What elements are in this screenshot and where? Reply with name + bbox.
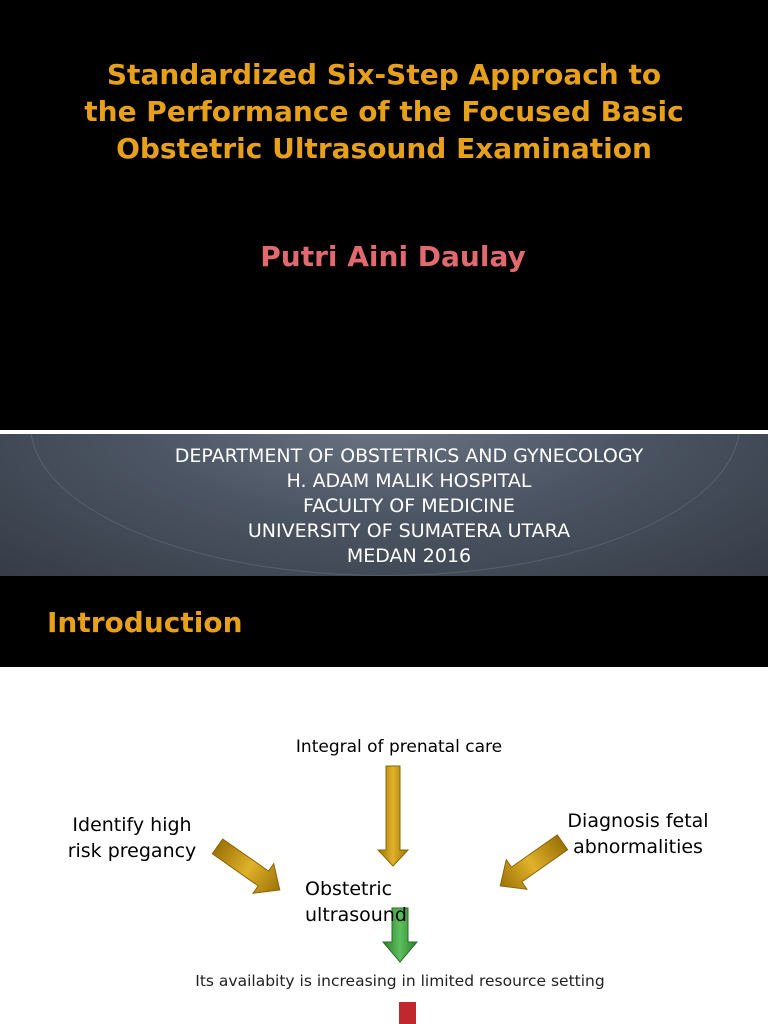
arrow-down-green-icon [381,907,419,963]
department-line: H. ADAM MALIK HOSPITAL [286,470,532,492]
presentation-title: Standardized Six-Step Approach to the Pe… [84,58,684,165]
arrow-red-icon [399,1002,416,1024]
arrow-diagonal-left-icon [499,834,569,890]
arrow-diagonal-right-icon [211,838,281,894]
diagram-right-text: Diagnosis fetal abnormalities [567,810,709,858]
arrow-down-icon [376,765,410,867]
diagram-left-text: Identify high risk pregancy [67,814,197,862]
intro-heading: Introduction [47,606,243,639]
department-banner: DEPARTMENT OF OBSTETRICS AND GYNECOLOGY … [0,434,768,576]
diagram-bottom-text: Its availabity is increasing in limited … [195,972,605,990]
department-line: MEDAN 2016 [346,545,472,567]
department-lines: DEPARTMENT OF OBSTETRICS AND GYNECOLOGY … [0,444,768,569]
author-name: Putri Aini Daulay [260,240,526,273]
diagram-center-text: Obstetric ultrasound [305,878,407,926]
department-line: FACULTY OF MEDICINE [303,495,515,517]
department-line: UNIVERSITY OF SUMATERA UTARA [247,520,571,542]
diagram-arrows [211,765,569,1024]
department-line: DEPARTMENT OF OBSTETRICS AND GYNECOLOGY [174,445,644,467]
slide-divider [0,430,768,434]
title-slide: Standardized Six-Step Approach to the Pe… [0,0,768,432]
intro-header [0,576,768,667]
intro-rule [0,667,768,670]
diagram-top-text: Integral of prenatal care [295,737,503,757]
